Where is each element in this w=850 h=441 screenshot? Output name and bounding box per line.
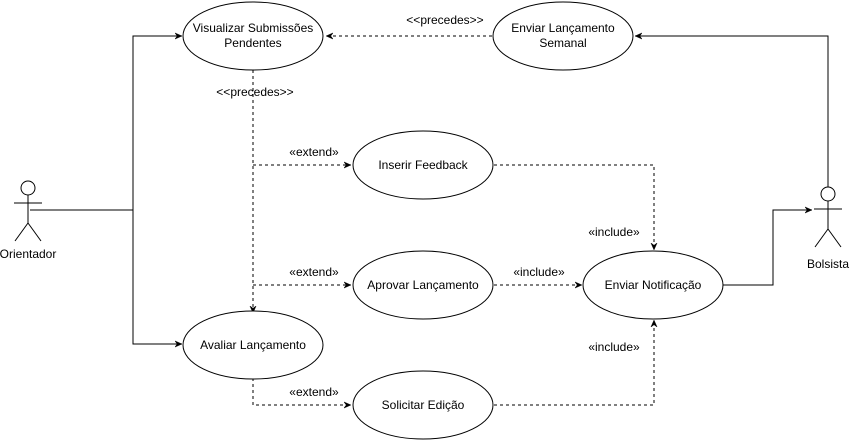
use-case-label: Aprovar Lançamento	[367, 278, 479, 292]
extend-to-solicitar-edicao	[252, 378, 351, 405]
association-notificacao-bolsista	[722, 210, 812, 286]
actor-label: Orientador	[0, 247, 56, 261]
include-label: «include»	[513, 265, 565, 279]
include-label: «include»	[588, 340, 640, 354]
use-case-avaliar-lancamento[interactable]: Avaliar Lançamento	[182, 310, 324, 380]
use-case-label: Pendentes	[224, 36, 281, 50]
extend-label: «extend»	[289, 385, 339, 399]
actor-orientador[interactable]: Orientador	[0, 180, 56, 261]
precedes-label: <<precedes>>	[406, 13, 483, 27]
use-case-aprovar-lancamento[interactable]: Aprovar Lançamento	[352, 250, 494, 320]
use-case-enviar-notificacao[interactable]: Enviar Notificação	[582, 250, 724, 320]
use-case-solicitar-edicao[interactable]: Solicitar Edição	[352, 370, 494, 440]
use-case-label: Enviar Notificação	[605, 278, 702, 292]
use-case-visualizar-submissoes[interactable]: Visualizar Submissões Pendentes	[182, 1, 324, 71]
actor-head-icon	[820, 186, 836, 202]
precedes-label: <<precedes>>	[216, 85, 293, 99]
extend-label: «extend»	[289, 265, 339, 279]
use-case-label: Inserir Feedback	[378, 158, 468, 172]
use-case-label: Enviar Lançamento	[511, 21, 615, 35]
extend-label: «extend»	[289, 145, 339, 159]
association-bolsista-enviar-lancamento	[635, 36, 829, 187]
use-case-enviar-lancamento-semanal[interactable]: Enviar Lançamento Semanal	[492, 1, 634, 71]
actor-bolsista[interactable]: Bolsista	[807, 186, 849, 271]
use-case-label: Solicitar Edição	[382, 398, 465, 412]
actor-head-icon	[20, 180, 36, 196]
actor-label: Bolsista	[807, 257, 849, 271]
association-orientador-avaliar	[132, 210, 182, 344]
use-case-label: Avaliar Lançamento	[200, 338, 306, 352]
include-feedback-to-notificacao	[494, 164, 654, 250]
association-orientador-visualizar	[30, 36, 182, 211]
use-case-inserir-feedback[interactable]: Inserir Feedback	[352, 130, 494, 200]
use-case-label: Visualizar Submissões	[193, 21, 314, 35]
use-case-label: Semanal	[539, 36, 586, 50]
include-solicitar-to-notificacao	[494, 320, 654, 406]
include-label: «include»	[588, 225, 640, 239]
